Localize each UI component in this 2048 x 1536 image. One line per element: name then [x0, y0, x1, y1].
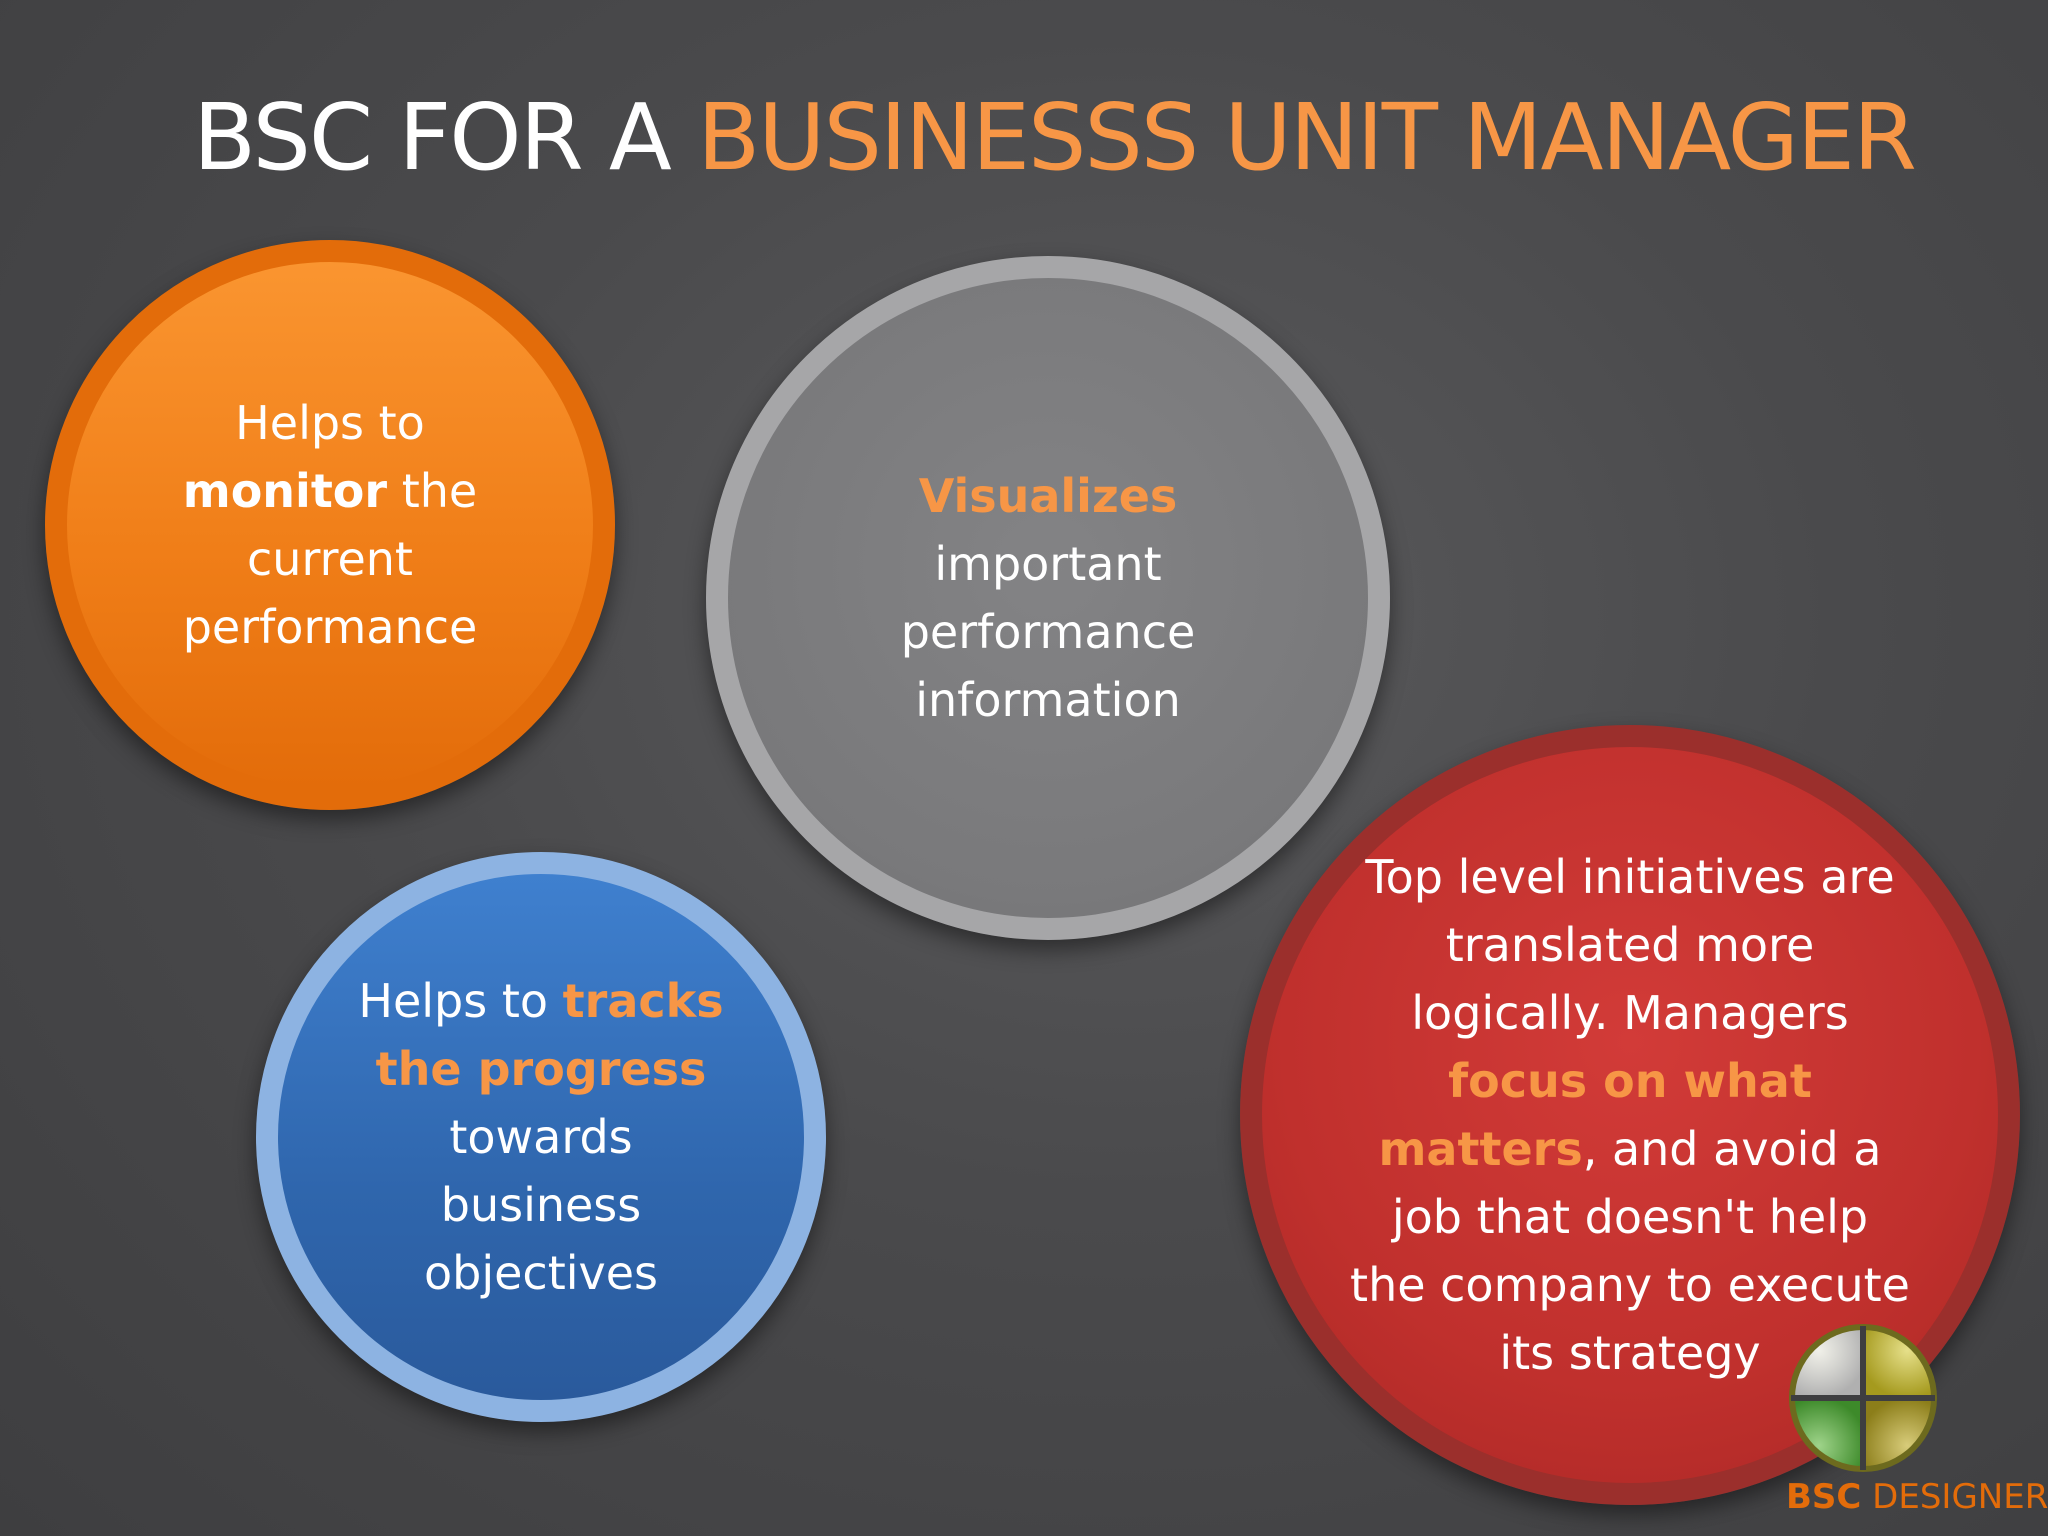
gray-highlight-text: Visualizes — [918, 469, 1178, 523]
visualizes-information-circle: Visualizes important performance informa… — [706, 256, 1390, 940]
top-level-initiatives-text: Top level initiatives are translated mor… — [1350, 843, 1910, 1387]
bsc-designer-logo-icon — [1789, 1324, 1937, 1472]
title-part-2: BUSINESSS UNIT MANAGER — [697, 84, 1917, 191]
monitor-performance-text: Helps to monitor the current performance — [165, 389, 495, 661]
title-part-1: BSC FOR A — [193, 84, 698, 191]
gray-text: important performance information — [900, 537, 1196, 727]
brand-label: BSC DESIGNER — [1786, 1473, 2048, 1521]
monitor-performance-circle: Helps to monitor the current performance — [45, 240, 615, 810]
red-highlight-text: focus on what matters — [1378, 1054, 1812, 1176]
red-text-1: Top level initiatives are translated mor… — [1365, 850, 1895, 1040]
track-progress-circle: Helps to tracks the progress towards bus… — [256, 852, 826, 1422]
brand-text: DESIGNER — [1861, 1477, 2048, 1517]
track-progress-text: Helps to tracks the progress towards bus… — [346, 967, 736, 1307]
red-text-2: , and avoid a job that doesn't help the … — [1350, 1122, 1910, 1380]
visualizes-information-text: Visualizes important performance informa… — [878, 462, 1218, 734]
orange-text-1: Helps to — [235, 396, 425, 450]
brand-strong-text: BSC — [1786, 1477, 1862, 1517]
slide-title: BSC FOR A BUSINESSS UNIT MANAGER — [193, 78, 2013, 198]
blue-text-2: towards business objectives — [423, 1110, 659, 1300]
orange-strong-text: monitor — [182, 464, 388, 518]
blue-text-1: Helps to — [358, 974, 563, 1028]
blue-highlight-text: tracks the progress — [375, 974, 724, 1096]
orange-text-2: the current performance — [182, 464, 478, 654]
